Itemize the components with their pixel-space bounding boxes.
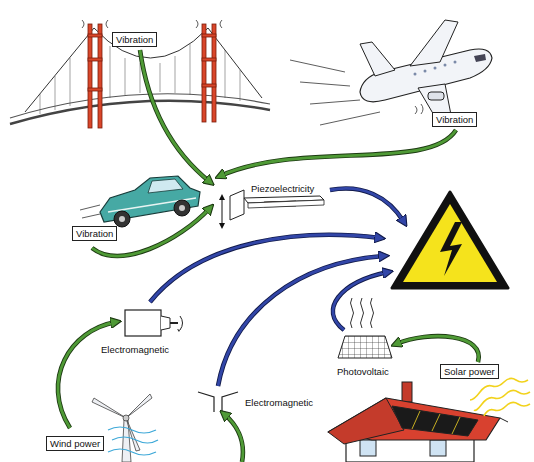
warning-sign bbox=[392, 192, 508, 288]
photovoltaic-label: Photovoltaic bbox=[336, 366, 390, 377]
coupler-label: Electromagnetic bbox=[244, 397, 314, 408]
source-box: Solar power bbox=[440, 364, 499, 379]
box-text: Vibration bbox=[436, 114, 473, 125]
source-box: Vibration bbox=[72, 226, 117, 241]
box-text: Wind power bbox=[50, 438, 100, 449]
box-text: Solar power bbox=[444, 366, 495, 377]
source-box: Wind power bbox=[46, 436, 104, 451]
airplane bbox=[290, 20, 492, 125]
piezo-cantilever bbox=[219, 190, 324, 229]
source-box: Vibration bbox=[432, 112, 477, 127]
electromagnetic-coupler bbox=[198, 392, 238, 412]
bridge bbox=[10, 20, 270, 128]
photovoltaic-cell bbox=[338, 298, 392, 358]
wind-turbine bbox=[92, 394, 158, 462]
box-text: Vibration bbox=[76, 228, 113, 239]
piezo-label: Piezoelectricity bbox=[250, 183, 315, 194]
output-arrows bbox=[150, 188, 404, 386]
source-arrows bbox=[58, 50, 479, 462]
car bbox=[80, 176, 200, 227]
generator-label: Electromagnetic bbox=[100, 344, 170, 355]
generator bbox=[125, 310, 183, 336]
house-solar-roof bbox=[328, 378, 530, 462]
box-text: Vibration bbox=[116, 34, 153, 45]
source-box: Vibration bbox=[112, 32, 157, 47]
